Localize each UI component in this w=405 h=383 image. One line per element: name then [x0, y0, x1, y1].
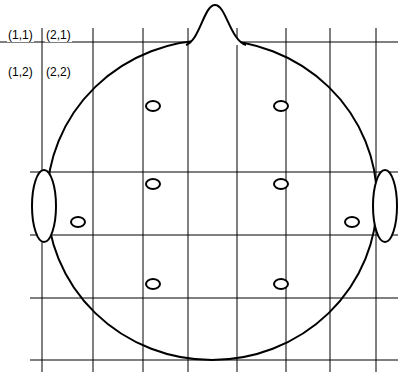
electrodes	[71, 101, 359, 289]
electrode	[274, 279, 288, 289]
electrode	[146, 279, 160, 289]
grid-line	[330, 28, 331, 372]
electrode	[71, 217, 85, 227]
grid-line	[30, 172, 398, 173]
electrode	[146, 179, 160, 189]
grid-line	[188, 28, 189, 372]
grid-line	[30, 235, 398, 236]
head-outline	[47, 40, 377, 360]
electrode	[274, 179, 288, 189]
left-ear	[32, 170, 56, 242]
electrode	[345, 217, 359, 227]
grid-line	[286, 28, 287, 372]
head	[32, 5, 397, 360]
grid-coordinate: (1,2)	[7, 65, 34, 79]
nose	[186, 5, 246, 45]
electrode	[146, 101, 160, 111]
grid-coordinate: (1,1)	[7, 28, 34, 42]
grid	[0, 28, 398, 372]
grid-coordinate: (2,2)	[45, 65, 72, 79]
electrode	[274, 101, 288, 111]
grid-coordinate: (2,1)	[45, 28, 72, 42]
grid-line	[93, 28, 94, 372]
grid-line	[143, 28, 144, 372]
right-ear	[373, 170, 397, 242]
grid-line	[237, 28, 238, 372]
